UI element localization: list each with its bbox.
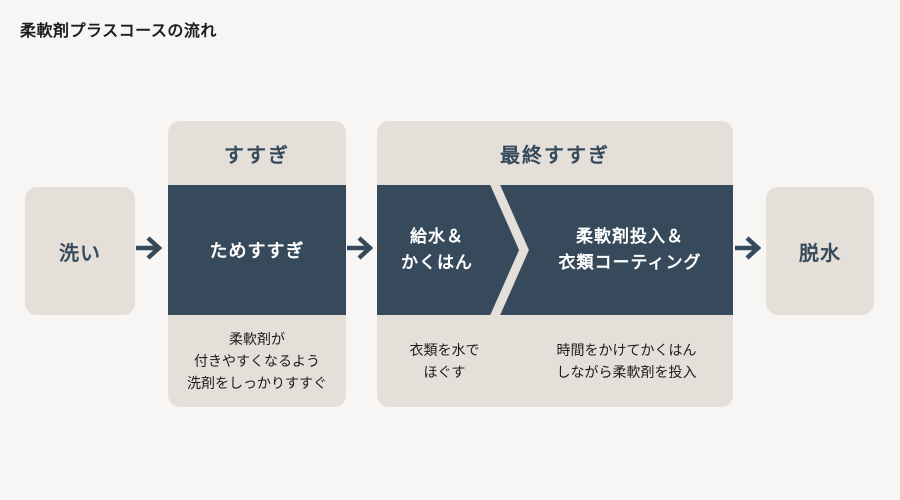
arrow-right-icon	[735, 236, 762, 260]
section-rinse: すすぎ ためすすぎ 柔軟剤が 付きやすくなるよう 洗剤をしっかりすすぐ	[168, 121, 346, 407]
final-rinse-descriptions: 衣類を水で ほぐす 時間をかけてかくはん しながら柔軟剤を投入	[377, 315, 733, 407]
rinse-description: 柔軟剤が 付きやすくなるよう 洗剤をしっかりすすぐ	[187, 331, 327, 391]
rinse-step-label: ためすすぎ	[209, 241, 305, 261]
step-box-wash-label: 洗い	[59, 242, 101, 265]
arrow-right-icon	[136, 236, 163, 260]
section-rinse-header: すすぎ	[224, 144, 290, 167]
arrow-right-icon	[347, 236, 374, 260]
final-rinse-step1-label: 給水＆ かくはん	[401, 227, 473, 272]
final-rinse-step2-description: 時間をかけてかくはん しながら柔軟剤を投入	[556, 342, 697, 380]
rinse-step-band: ためすすぎ	[168, 185, 346, 315]
section-final-rinse-header: 最終すすぎ	[500, 144, 610, 167]
chevron-divider-icon	[490, 185, 529, 315]
page-title: 柔軟剤プラスコースの流れ	[20, 23, 217, 40]
section-final-rinse: 最終すすぎ 給水＆ かくはん 柔軟剤投入＆ 衣類コーティング 衣類を水で ほぐす…	[377, 121, 733, 407]
final-rinse-step2-label: 柔軟剤投入＆ 衣類コーティング	[558, 227, 702, 272]
final-rinse-step1-description: 衣類を水で ほぐす	[409, 342, 480, 380]
final-rinse-band: 給水＆ かくはん 柔軟剤投入＆ 衣類コーティング	[377, 185, 733, 315]
step-box-spin: 脱水	[766, 187, 874, 315]
step-box-spin-label: 脱水	[799, 242, 841, 265]
step-box-wash: 洗い	[25, 187, 135, 315]
